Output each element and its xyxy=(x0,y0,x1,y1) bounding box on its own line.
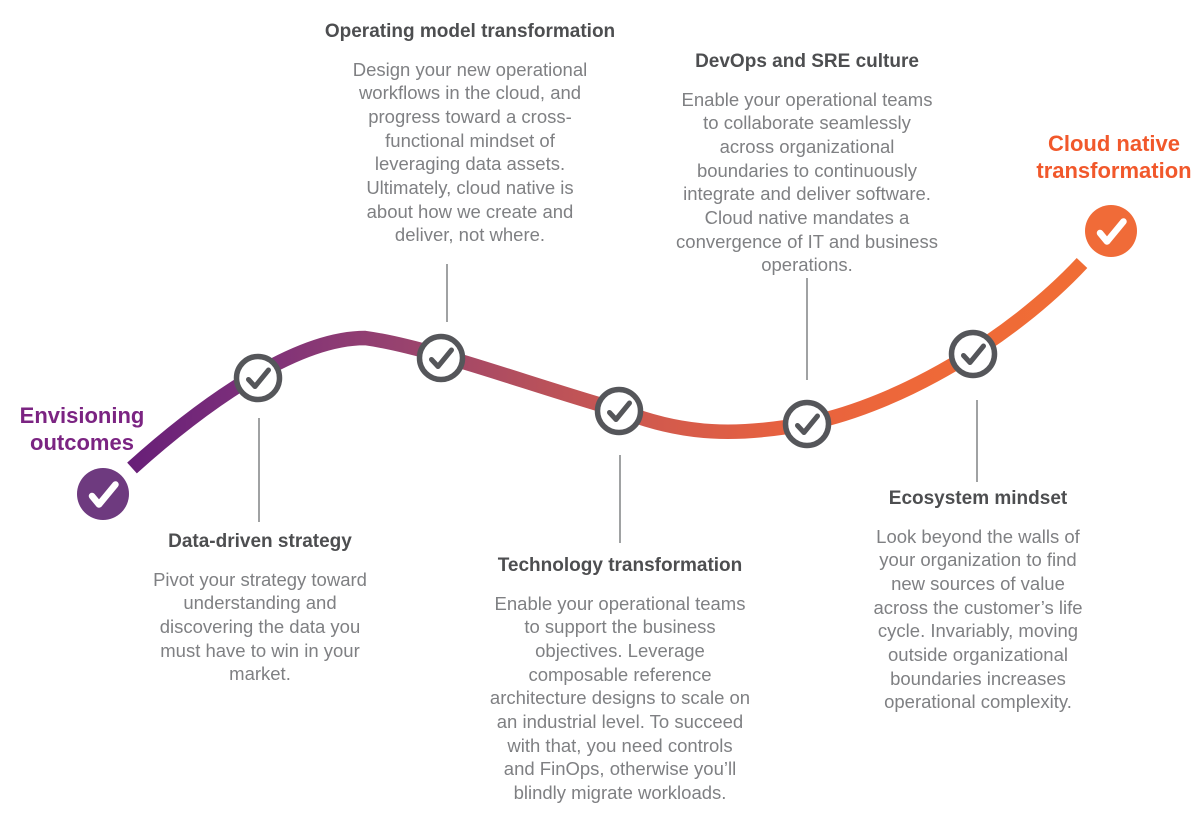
checkmark-icon xyxy=(429,347,454,369)
checkpoint-circle-operating-model xyxy=(416,333,466,383)
checkmark-icon xyxy=(88,481,119,508)
end-milestone-circle xyxy=(1085,205,1137,257)
start-label-envisioning-outcomes: Envisioning outcomes xyxy=(19,403,145,456)
stage-title: DevOps and SRE culture xyxy=(695,51,919,72)
start-milestone-circle xyxy=(77,468,129,520)
stage-description: Enable your operational teams to support… xyxy=(489,592,751,804)
checkmark-icon xyxy=(795,413,820,435)
checkmark-icon xyxy=(961,343,986,365)
stage-title: Operating model transformation xyxy=(324,21,616,42)
checkpoint-circle-technology xyxy=(594,386,644,436)
checkpoint-circle-ecosystem xyxy=(948,329,998,379)
stage-title: Data-driven strategy xyxy=(168,531,352,552)
checkmark-icon xyxy=(607,400,632,422)
stage-data-driven-strategy: Data-driven strategy Pivot your strategy… xyxy=(122,530,398,686)
stage-operating-model-transformation: Operating model transformation Design yo… xyxy=(318,20,622,247)
checkmark-icon xyxy=(246,367,271,389)
stage-title: Technology transformation xyxy=(497,555,743,576)
stage-devops-and-sre-culture: DevOps and SRE culture Enable your opera… xyxy=(655,50,959,277)
stage-technology-transformation: Technology transformation Enable your op… xyxy=(462,554,778,805)
checkpoint-circle-devops xyxy=(782,399,832,449)
end-label-cloud-native-transformation: Cloud native transformation xyxy=(1036,131,1192,184)
stage-description: Enable your operational teams to collabo… xyxy=(676,88,938,276)
checkmark-icon xyxy=(1096,218,1127,245)
checkpoint-circle-data-driven xyxy=(233,353,283,403)
stage-ecosystem-mindset: Ecosystem mindset Look beyond the walls … xyxy=(845,487,1111,714)
stage-title: Ecosystem mindset xyxy=(888,488,1068,509)
stage-description: Look beyond the walls of your organizati… xyxy=(873,525,1083,713)
stage-description: Pivot your strategy toward understanding… xyxy=(153,568,367,685)
stage-description: Design your new operational workflows in… xyxy=(352,58,588,246)
